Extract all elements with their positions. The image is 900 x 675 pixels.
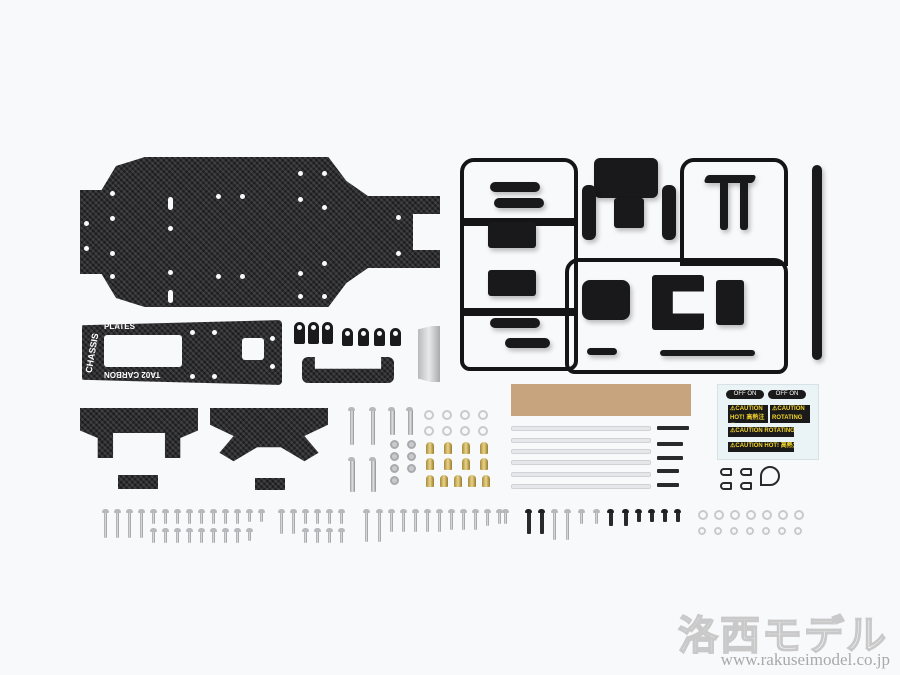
double-sided-tape bbox=[511, 384, 691, 416]
decal-b: OFF ON bbox=[768, 390, 806, 399]
decal-sheet: OFF ON OFF ON ⚠CAUTION HOT! 高熱注意 ⚠CAUTIO… bbox=[717, 384, 819, 460]
model-text: TA02 CARBON bbox=[104, 370, 161, 379]
chassis-text: CHASSIS bbox=[83, 332, 101, 374]
plates-text: PLATES bbox=[104, 322, 135, 331]
small-plate-2 bbox=[255, 478, 285, 490]
main-chassis-plate bbox=[80, 157, 440, 307]
watermark-url: www.rakuseimodel.co.jp bbox=[720, 650, 890, 669]
upper-chassis-plate: CHASSIS PLATES TA02 CARBON bbox=[82, 320, 282, 385]
front-shock-tower bbox=[80, 408, 198, 458]
carbon-bracket bbox=[302, 357, 394, 383]
watermark-logo: 洛西モデル bbox=[677, 613, 888, 659]
decal-e: ⚠CAUTION HOT! 高熱注意 bbox=[728, 442, 794, 452]
small-plate-1 bbox=[118, 475, 158, 489]
rear-shock-tower bbox=[210, 408, 328, 462]
decal-c2: ⚠CAUTION ROTATING PARTS bbox=[770, 405, 810, 423]
decal-d: ⚠CAUTION ROTATING PARTS bbox=[728, 427, 794, 437]
decal-c: ⚠CAUTION HOT! 高熱注意 bbox=[728, 405, 768, 423]
decal-a: OFF ON bbox=[726, 390, 764, 399]
aluminium-bracket bbox=[418, 326, 440, 382]
